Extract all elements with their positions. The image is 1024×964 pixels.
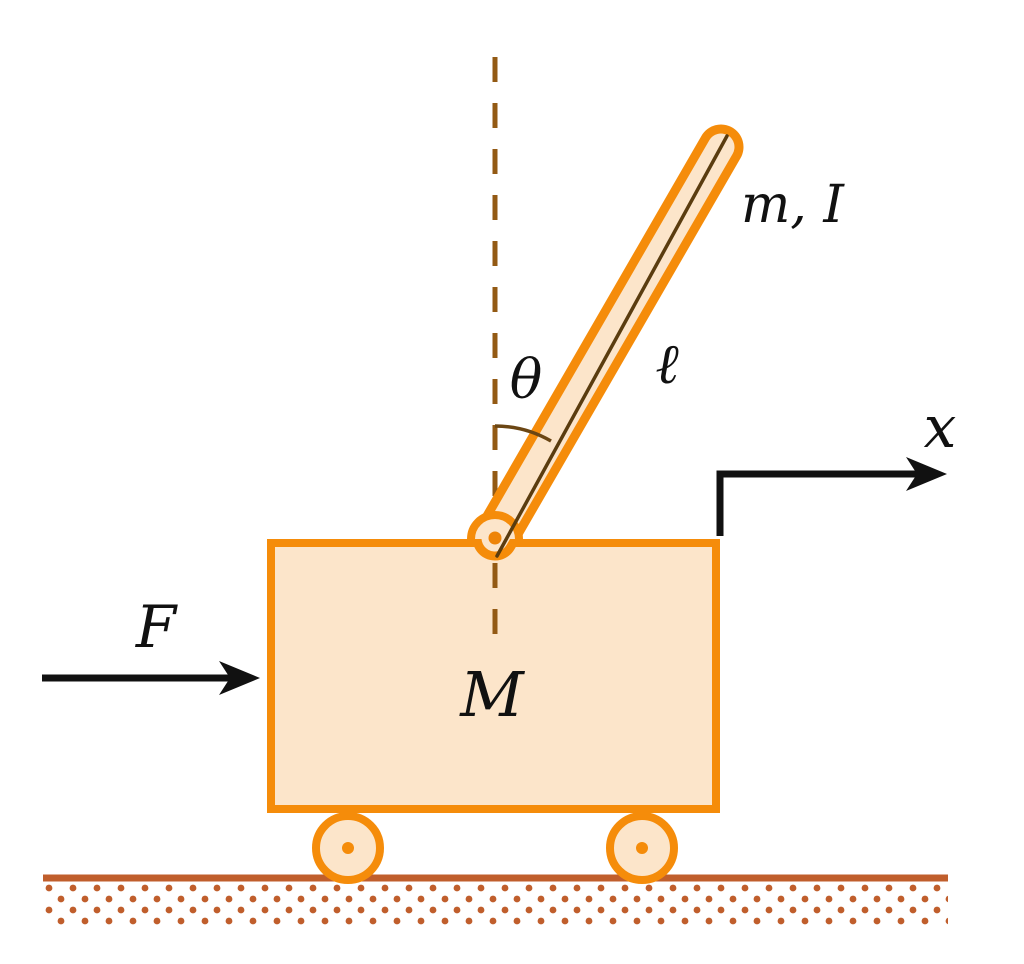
left-wheel-hub (342, 842, 354, 854)
ground-hatch-band (43, 882, 948, 928)
rod-mass-inertia-label: m, I (741, 175, 845, 235)
angle-arc (494, 424, 552, 443)
right-wheel (606, 812, 678, 884)
rod-length-label: ℓ (655, 332, 679, 397)
x-axis-arrow-shaft (716, 470, 919, 536)
force-label: F (135, 593, 178, 661)
tilt-angle-label: θ (510, 348, 543, 411)
right-wheel-hub (636, 842, 648, 854)
pivot-hinge-bump (467, 511, 523, 540)
left-wheel (312, 812, 384, 884)
cart-mass-label: M (459, 658, 525, 731)
pivot-point (488, 531, 502, 545)
force-arrow-head (219, 661, 260, 695)
force-arrow (42, 661, 260, 695)
x-axis-arrow-head (906, 457, 947, 491)
pendulum-rod-centerline (495, 134, 729, 558)
x-axis-arrow (716, 457, 947, 536)
x-coordinate-label: x (924, 393, 957, 461)
